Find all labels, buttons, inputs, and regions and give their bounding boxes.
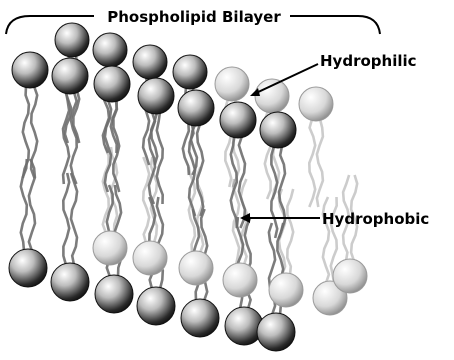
upper-head [138, 78, 174, 114]
lower-head [269, 273, 303, 307]
upper-head [220, 102, 256, 138]
lower-head [225, 307, 263, 345]
lower-head [181, 299, 219, 337]
hydrophobic-label: Hydrophobic [322, 210, 429, 228]
upper-heads [12, 23, 333, 148]
upper-tail [309, 119, 315, 207]
upper-head [93, 33, 127, 67]
upper-head [260, 112, 296, 148]
upper-head [133, 45, 167, 79]
hydrophilic-label: Hydrophilic [320, 52, 417, 70]
upper-head [94, 66, 130, 102]
lower-tail [287, 189, 293, 275]
diagram-title: Phospholipid Bilayer [107, 8, 281, 26]
lower-head [133, 241, 167, 275]
upper-head [173, 55, 207, 89]
upper-tail [71, 92, 77, 184]
upper-tail [317, 119, 323, 207]
upper-head [299, 87, 333, 121]
lower-head [257, 313, 295, 351]
lower-head [9, 249, 47, 287]
upper-head [55, 23, 89, 57]
upper-head [178, 90, 214, 126]
lower-head [93, 231, 127, 265]
lower-tail [63, 173, 69, 265]
lower-tail [143, 157, 149, 243]
lower-tail [71, 173, 77, 265]
lower-head [137, 287, 175, 325]
lower-head [179, 251, 213, 285]
lower-head [51, 263, 89, 301]
upper-tail [31, 86, 37, 178]
upper-head [52, 58, 88, 94]
upper-head [255, 79, 289, 113]
upper-head [215, 67, 249, 101]
lower-head [95, 275, 133, 313]
lower-head [333, 259, 367, 293]
upper-head [12, 52, 48, 88]
lower-head [223, 263, 257, 297]
upper-tail [23, 86, 29, 178]
